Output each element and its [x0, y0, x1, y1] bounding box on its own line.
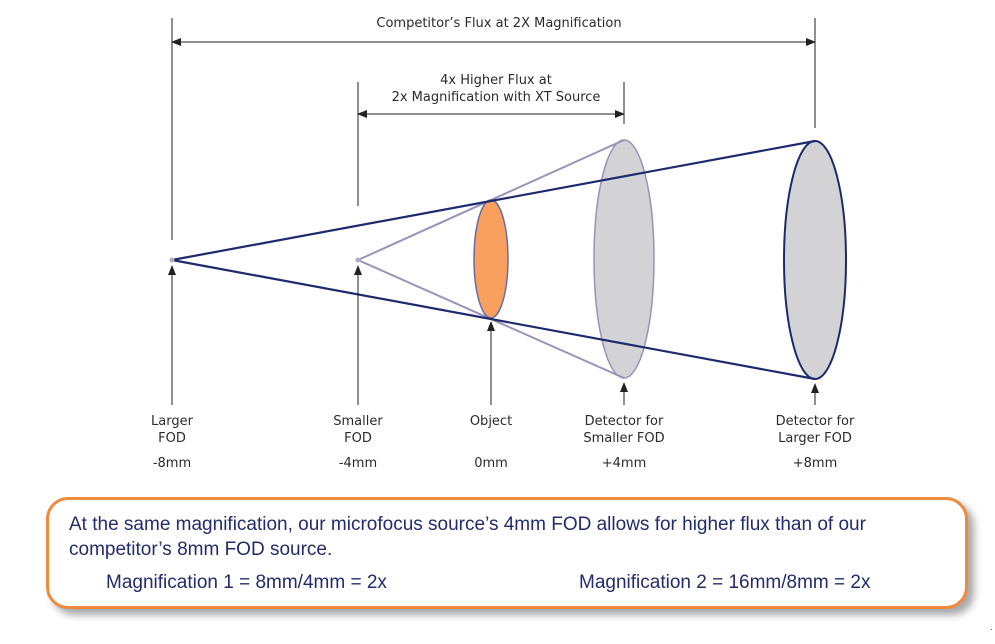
- det-small-label-line1: Detector for: [585, 414, 664, 429]
- corner-mark: .: [990, 622, 993, 633]
- smaller-fod-position: -4mm: [339, 456, 377, 471]
- detector-larger-fod: [783, 140, 847, 380]
- larger-fod-label-line2: FOD: [158, 431, 186, 446]
- smaller-fod-label-line2: FOD: [344, 431, 372, 446]
- larger-fod-source-point: [169, 257, 175, 263]
- det-large-position: +8mm: [793, 456, 838, 471]
- large-beam-lower: [171, 258, 816, 381]
- det-small-label-line2: Smaller FOD: [583, 431, 664, 446]
- top-span-label: Competitor’s Flux at 2X Magnification: [376, 16, 621, 31]
- larger-fod-label-line1: Larger: [151, 414, 194, 429]
- smaller-fod-source-point: [355, 257, 361, 263]
- object-label: Object: [470, 414, 512, 429]
- magnification-equation-2: Magnification 2 = 16mm/8mm = 2x: [579, 572, 871, 593]
- det-large-label-line2: Larger FOD: [778, 431, 852, 446]
- fod-diagram: Competitor’s Flux at 2X Magnification 4x…: [151, 16, 855, 471]
- magnification-equation-1: Magnification 1 = 8mm/4mm = 2x: [106, 572, 387, 593]
- det-large-label-line1: Detector for: [776, 414, 855, 429]
- det-small-position: +4mm: [602, 456, 647, 471]
- callout-text: At the same magnification, our microfocu…: [69, 514, 866, 560]
- object-position: 0mm: [474, 456, 508, 471]
- explanation-callout: At the same magnification, our microfocu…: [46, 497, 968, 609]
- inner-span-label-line2: 2x Magnification with XT Source: [392, 90, 601, 105]
- smaller-fod-label-line1: Smaller: [333, 414, 383, 429]
- larger-fod-position: -8mm: [153, 456, 191, 471]
- large-beam-upper: [171, 139, 816, 262]
- inner-span-label-line1: 4x Higher Flux at: [440, 73, 552, 88]
- object-ellipse: [473, 199, 509, 319]
